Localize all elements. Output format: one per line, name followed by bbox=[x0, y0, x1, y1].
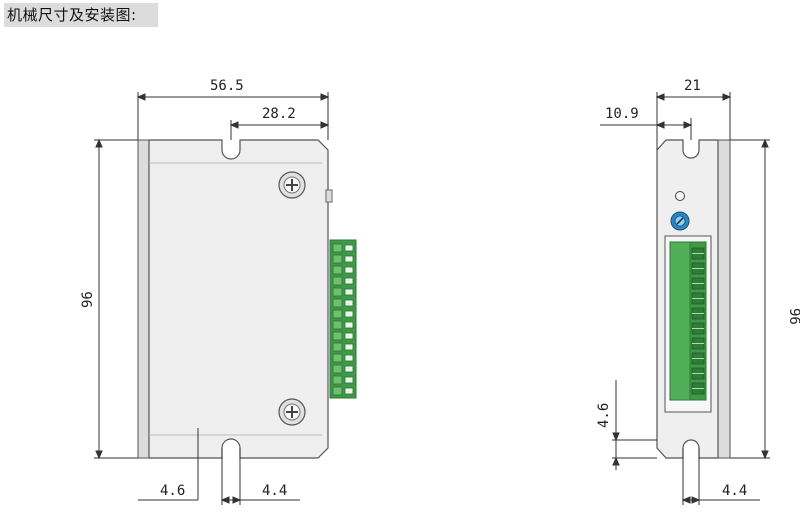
front-terminal-screw bbox=[332, 254, 343, 264]
front-terminal-screw bbox=[332, 320, 343, 330]
front-body bbox=[148, 139, 329, 459]
front-terminal-screw bbox=[332, 331, 343, 341]
front-terminal-block bbox=[329, 239, 357, 399]
front-terminal-screw bbox=[332, 298, 343, 308]
front-terminal-screw bbox=[332, 375, 343, 385]
front-view bbox=[137, 139, 357, 459]
top-screw-icon bbox=[278, 171, 306, 199]
front-terminal-pin bbox=[344, 299, 354, 307]
side-bottom-margin-label: 4.6 bbox=[596, 403, 612, 428]
page-title: 机械尺寸及安装图: bbox=[4, 3, 158, 27]
front-terminal-screw bbox=[332, 276, 343, 286]
front-terminal-housing bbox=[329, 239, 357, 399]
side-terminal-front bbox=[669, 241, 691, 401]
front-terminal-pin bbox=[344, 354, 354, 362]
side-hole-offset-label: 10.9 bbox=[605, 106, 639, 122]
front-terminal-pin bbox=[344, 365, 354, 373]
front-terminal-screw bbox=[332, 342, 343, 352]
front-terminal-pin bbox=[344, 244, 354, 252]
front-terminal-screw bbox=[332, 309, 343, 319]
potentiometer-icon bbox=[670, 211, 690, 231]
side-back-strip bbox=[717, 139, 731, 459]
front-terminal-pin bbox=[344, 288, 354, 296]
front-terminal-pin bbox=[344, 266, 354, 274]
front-slot-width-label: 4.4 bbox=[262, 483, 287, 499]
status-led-icon bbox=[675, 191, 685, 201]
front-terminal-pin bbox=[344, 343, 354, 351]
front-side-strip bbox=[137, 139, 150, 459]
front-terminal-pin bbox=[344, 387, 354, 395]
front-tab bbox=[325, 189, 333, 203]
bottom-screw-icon bbox=[278, 398, 306, 426]
front-terminal-pin bbox=[344, 310, 354, 318]
front-terminal-pin bbox=[344, 321, 354, 329]
front-terminal-screw bbox=[332, 265, 343, 275]
side-view bbox=[656, 139, 731, 459]
front-hole-offset-label: 28.2 bbox=[262, 106, 296, 122]
front-height-label: 96 bbox=[80, 291, 96, 308]
side-dimensions bbox=[600, 92, 770, 505]
side-slot-width-label: 4.4 bbox=[722, 483, 747, 499]
side-terminal-block bbox=[669, 241, 707, 401]
side-width-label: 21 bbox=[684, 78, 701, 94]
front-terminal-screw bbox=[332, 386, 343, 396]
front-dimensions bbox=[94, 92, 330, 505]
side-height-label: 96 bbox=[786, 308, 800, 325]
front-terminal-pin bbox=[344, 332, 354, 340]
front-terminal-screw bbox=[332, 243, 343, 253]
front-terminal-screw bbox=[332, 353, 343, 363]
front-terminal-pin bbox=[344, 255, 354, 263]
front-bottom-margin-label: 4.6 bbox=[160, 483, 185, 499]
front-terminal-screw bbox=[332, 287, 343, 297]
front-terminal-pin bbox=[344, 277, 354, 285]
front-width-label: 56.5 bbox=[210, 78, 244, 94]
front-terminal-screw bbox=[332, 364, 343, 374]
front-terminal-pin bbox=[344, 376, 354, 384]
